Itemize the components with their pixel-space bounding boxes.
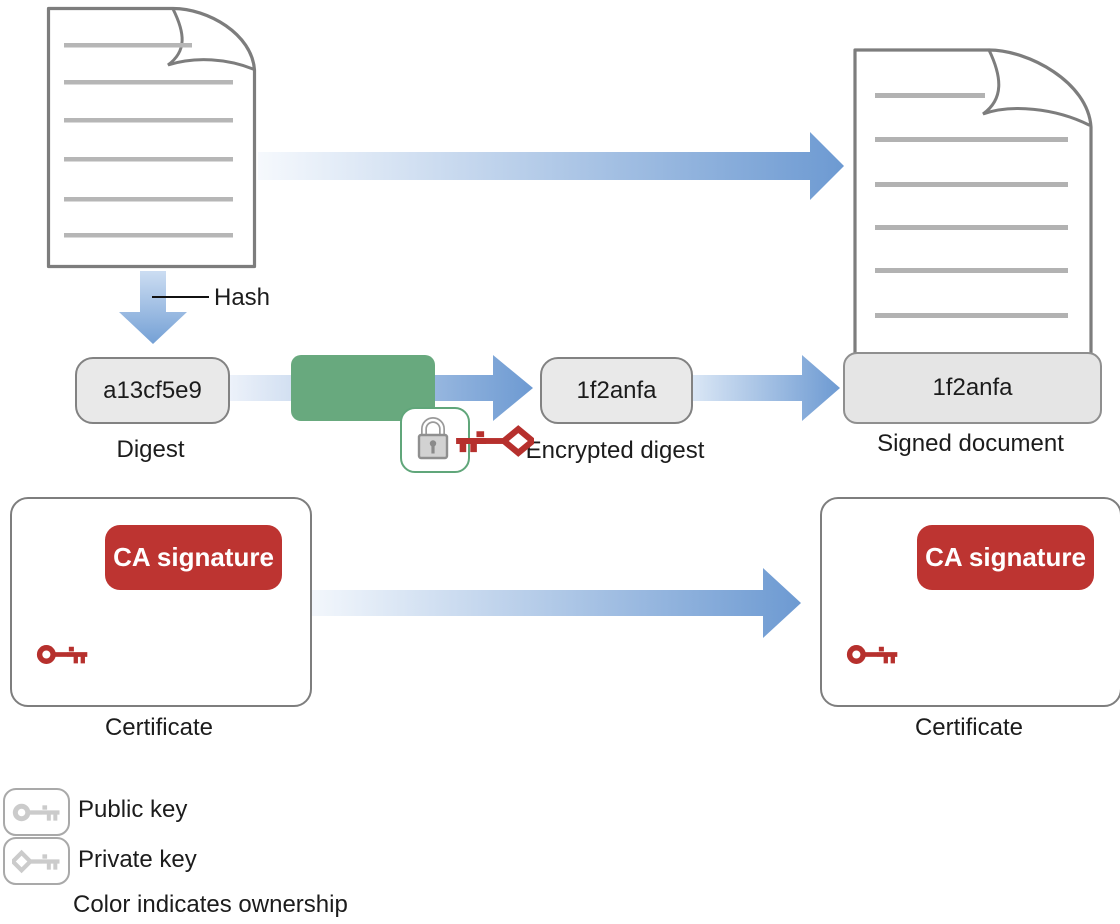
document-text-lines [64, 43, 233, 238]
encrypted-digest-box: 1f2anfa [540, 357, 693, 424]
legend-public-key-badge [3, 788, 70, 836]
signed-digest-value: 1f2anfa [932, 374, 1013, 401]
lock-icon [417, 417, 449, 460]
legend-private-key-label: Private key [78, 846, 197, 873]
hash-down-arrow [119, 271, 187, 344]
public-key-icon [12, 800, 62, 825]
digest-value: a13cf5e9 [103, 376, 202, 404]
ca-signature-badge-right: CA signature [917, 525, 1094, 590]
arrow-certificate-to-certificate [311, 568, 801, 638]
ca-signature-text: CA signature [113, 542, 274, 572]
arrow-source-to-signed-document [258, 132, 844, 200]
signed-document-label: Signed document [877, 430, 1064, 457]
encrypted-digest-value: 1f2anfa [576, 376, 657, 404]
ca-signature-badge-left: CA signature [105, 525, 282, 590]
private-key-icon [452, 424, 534, 458]
hash-label: Hash [214, 284, 271, 311]
digest-label: Digest [116, 436, 185, 463]
document-fold-crease [982, 48, 1091, 127]
document-page [46, 6, 257, 269]
certificate-right-label: Certificate [914, 714, 1024, 741]
document-fold-crease [167, 7, 255, 71]
legend-ownership-note: Color indicates ownership [73, 891, 348, 918]
public-key-icon-red-right [846, 641, 900, 668]
arrow-encrypted-to-signed [690, 355, 840, 421]
hash-callout-line [152, 296, 209, 298]
signed-document-icon [853, 48, 1093, 357]
legend-public-key-label: Public key [78, 796, 188, 823]
digest-box: a13cf5e9 [75, 357, 230, 424]
signed-digest-attachment-box: 1f2anfa [843, 352, 1102, 424]
source-document-icon [46, 6, 257, 269]
encrypted-digest-label: Encrypted digest [525, 437, 705, 464]
legend-private-key-badge [3, 837, 70, 885]
private-key-icon [12, 849, 62, 874]
ca-signature-text: CA signature [925, 542, 1086, 572]
public-key-icon-red-left [36, 641, 90, 668]
document-page [853, 48, 1093, 357]
certificate-left-label: Certificate [104, 714, 214, 741]
document-text-lines [875, 93, 1068, 318]
